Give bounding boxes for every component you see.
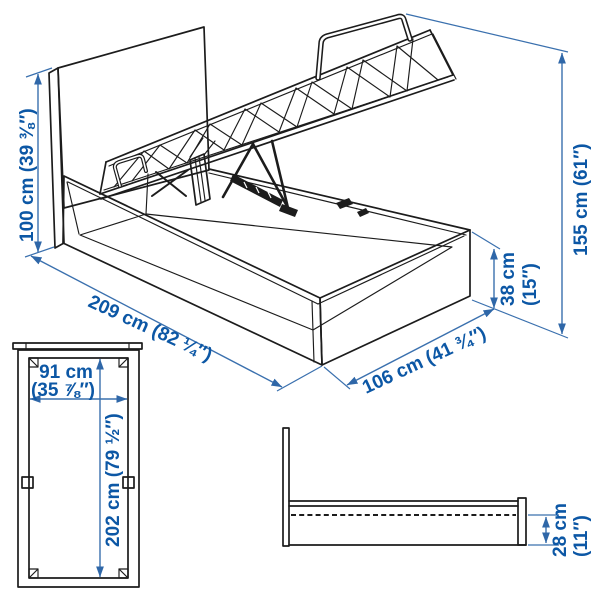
dim-frame-height: 38 cm (15″) [471,231,569,339]
side-view: 28 cm (11″) [282,427,592,557]
gas-strut [230,174,283,207]
box-head-corner-front [66,181,80,235]
bed-line-drawing [48,13,471,366]
dim-label-11in: (11″) [571,515,592,557]
corner-diagonal-br [118,568,129,579]
dim-label-15in: (15″) [520,263,541,306]
ext-line [323,366,351,390]
corner-fitting-tl [28,357,39,368]
dim-label-35in: (35 ⅞″) [31,380,95,401]
ext-line [405,13,569,53]
box-corner-post [311,300,315,363]
ext-line [25,67,53,78]
scissor-arm-2 [251,142,290,210]
floor-bracket-1 [336,198,353,209]
corner-diagonal-tl [28,357,39,368]
side-view-drawing [282,427,527,547]
perspective-view: 100 cm (39 ⅜″) 209 cm (82 ¼″) 106 cm (41… [17,13,592,399]
dim-label-209cm: 209 cm (82 ¼″) [85,291,215,366]
dimension-line [346,308,495,386]
dim-label-202cm: 202 cm (79 ½″) [103,413,124,547]
slats-zigzag-2 [131,38,414,182]
side-clip-left [21,476,34,489]
dim-label-106cm: 106 cm (41 ¾″) [359,323,489,399]
dim-label-28cm: 28 cm [550,503,571,557]
gas-strut-hatch-2 [255,186,260,194]
box-back-rim [208,168,471,231]
top-view: 91 cm (35 ⅞″) 202 cm (79 ½″) [12,342,143,588]
dim-label-91cm: 91 cm [39,362,93,383]
corner-diagonal-tr [118,357,129,368]
dim-label-100cm: 100 cm (39 ⅜″) [17,108,38,242]
dim-label-155cm: 155 cm (61″) [571,143,592,256]
ext-line [276,365,323,392]
base-front-rail-inner [103,76,449,191]
lift-handle-highlight [316,15,412,80]
base-back-rail [105,29,431,163]
lift-top-link-2 [203,140,216,156]
base-back-rail-edge [108,33,433,167]
base-foot-cap-edge [432,33,457,80]
frame-outer [17,349,140,588]
dim-inner-width: 91 cm (35 ⅞″) [29,362,128,403]
slats-zigzag-1 [113,45,439,188]
headboard-profile [282,427,290,547]
ext-line [471,231,501,250]
corner-fitting-bl [28,568,39,579]
floor-bracket-2 [357,208,369,217]
head-scissor-2 [155,171,187,197]
dim-inner-length: 202 cm (79 ½″) [96,358,124,578]
base-foot-cap [429,29,454,76]
corner-fitting-br [118,568,129,579]
scissor-arm-3 [270,139,290,210]
lift-foot-bracket [279,204,298,217]
side-clip-right [122,476,135,489]
box-foot-rim-inner [317,235,465,305]
corner-diagonal-bl [28,568,39,579]
dim-label-38cm: 38 cm [498,252,519,306]
dimension-line [30,255,283,388]
box-head-corner-back [145,173,149,215]
lift-column [189,153,211,206]
lift-column-line-2 [198,156,206,201]
headboard-panel [57,26,210,209]
mattress-stop-loop-highlight [114,155,147,187]
scissor-arm-1 [221,142,255,199]
base-head-cap [99,161,107,195]
base-front-rail-edge [100,79,455,200]
box-foot-panel [319,229,471,366]
ext-line-shared [471,299,569,339]
lift-column-line-1 [194,157,202,203]
dim-open-height: 155 cm (61″) [405,13,592,335]
frame-inner [28,357,129,579]
dim-width: 106 cm (41 ¾″) [323,308,495,399]
gas-strut-hatch-1 [243,181,248,189]
corner-fitting-tr [118,357,129,368]
top-view-drawing [12,342,143,588]
lift-top-link-1 [189,137,204,158]
dim-base-height: 28 cm (11″) [528,503,592,557]
ext-line [24,246,55,258]
dim-headboard-height: 100 cm (39 ⅜″) [17,67,55,258]
footboard-profile [517,497,527,546]
gas-strut-hatch-3 [267,191,272,199]
headboard-bar [12,342,143,350]
